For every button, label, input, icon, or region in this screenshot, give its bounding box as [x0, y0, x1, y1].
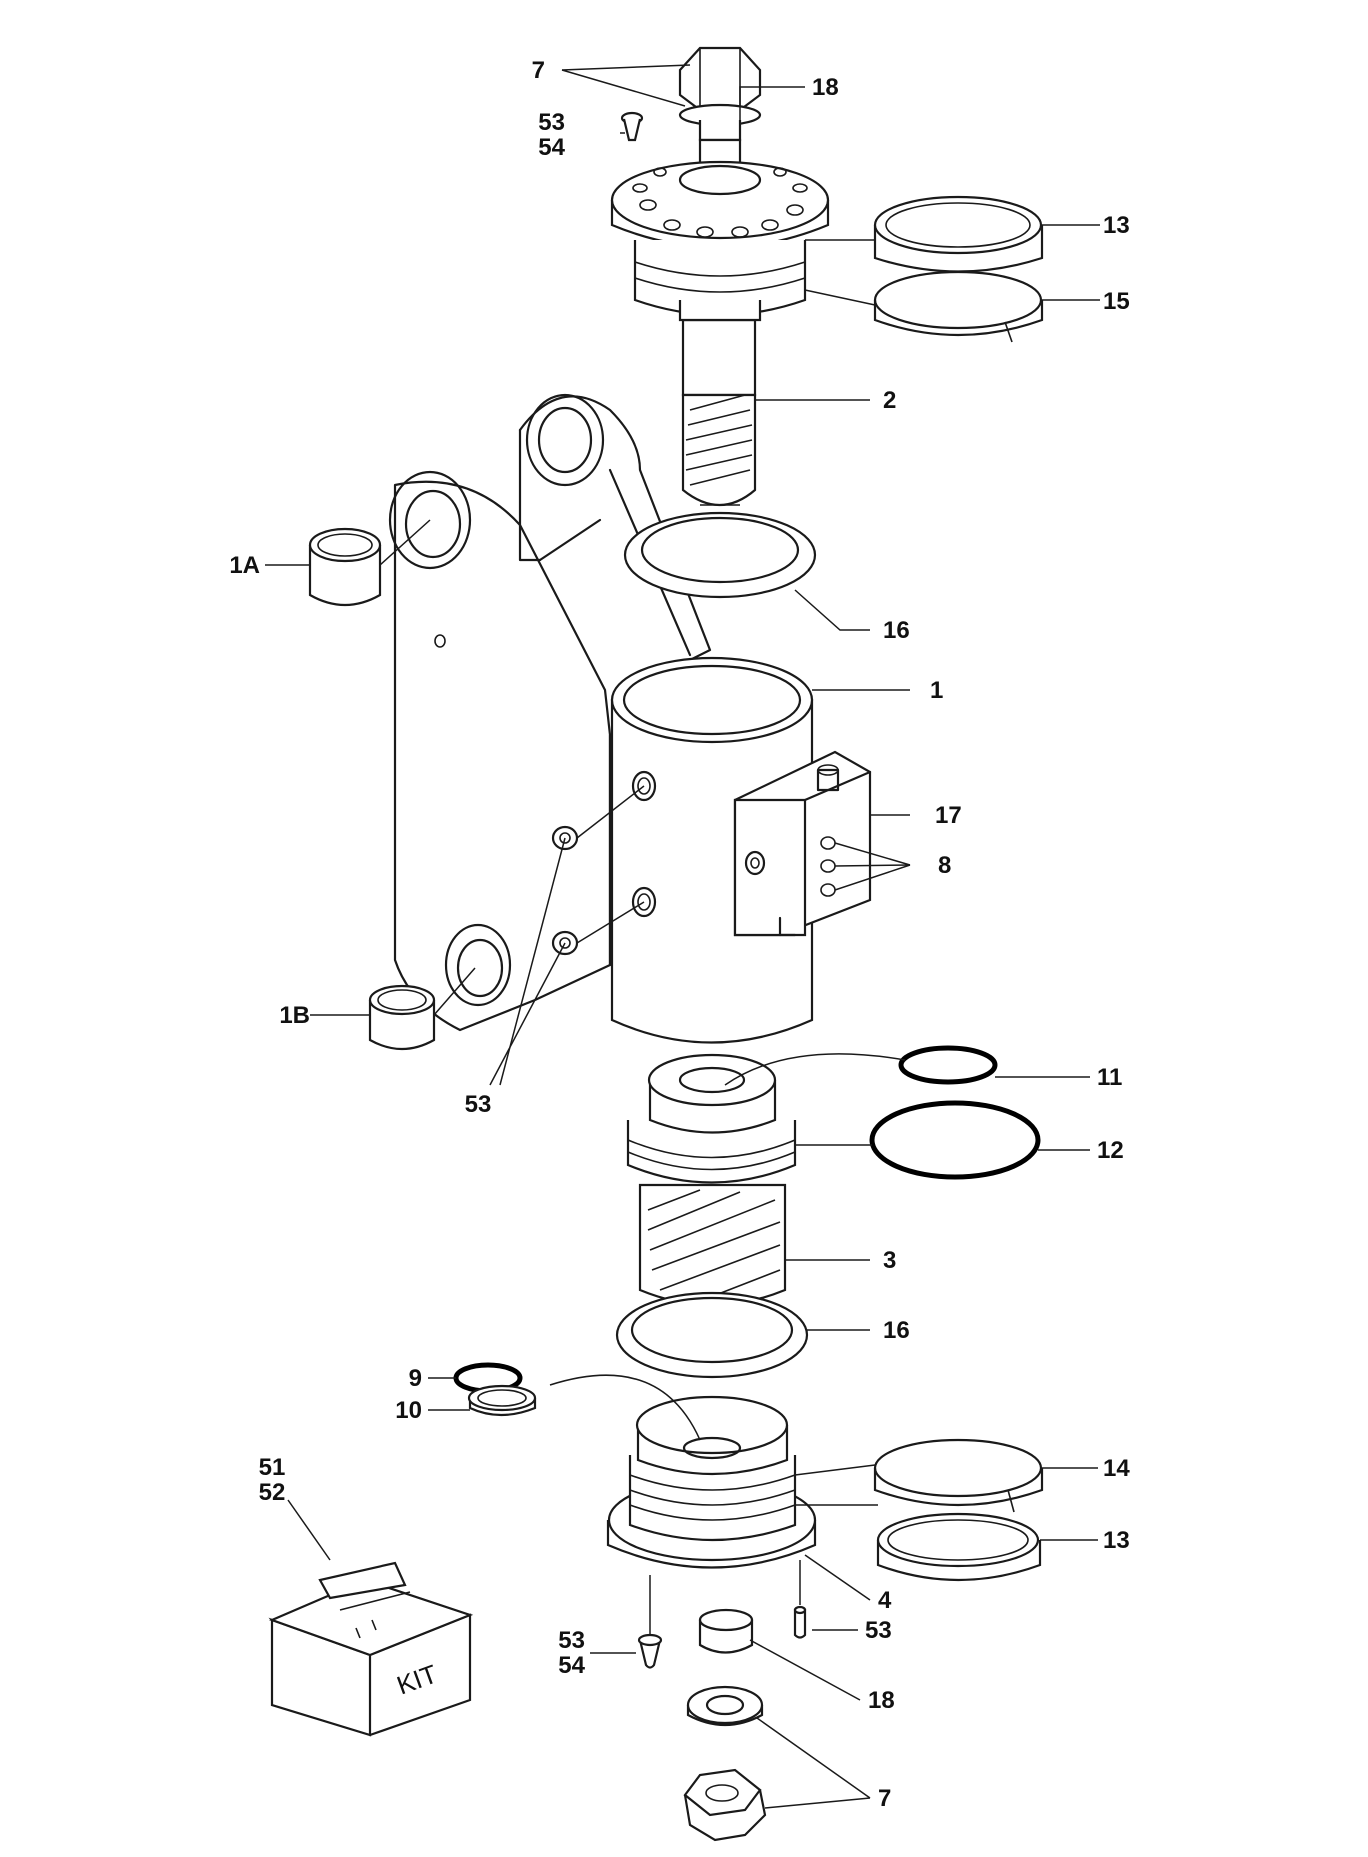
callout-13-bottom: 13	[1103, 1527, 1130, 1554]
washer-16-top	[623, 511, 817, 599]
washer-7-bottom	[686, 1685, 764, 1726]
callout-18-top: 18	[812, 74, 839, 101]
callout-53-bottom-right: 53	[865, 1617, 892, 1644]
callout-4: 4	[878, 1587, 892, 1614]
callout-3: 3	[883, 1247, 896, 1274]
callout-54-top: 54	[538, 134, 565, 161]
callout-13-top: 13	[1103, 212, 1130, 239]
callout-2: 2	[883, 387, 896, 414]
leader-lines	[265, 64, 1100, 1809]
ring-13-top	[873, 195, 1044, 273]
callout-15: 15	[1103, 288, 1130, 315]
top-cap-flange	[610, 160, 830, 249]
bushing-1a	[308, 527, 382, 606]
callout-17: 17	[935, 802, 962, 829]
callout-labels: 7 18 53 54 13 15 2 1A 16 1 17 8 1B 53 11…	[229, 57, 1130, 1812]
washer-16-bottom	[615, 1291, 809, 1379]
callout-11: 11	[1097, 1064, 1122, 1091]
callout-12: 12	[1097, 1137, 1124, 1164]
screw-top	[620, 111, 644, 142]
callout-14: 14	[1103, 1455, 1130, 1482]
top-piston-grooves	[633, 240, 807, 322]
callout-53-mid: 53	[465, 1091, 492, 1118]
bottom-cap	[606, 1395, 817, 1569]
ring-15	[873, 270, 1044, 343]
ring-14	[873, 1438, 1044, 1513]
kit-box: KIT	[268, 1561, 474, 1737]
hex-bolt-top	[678, 46, 762, 142]
bushing-18-bottom	[698, 1608, 754, 1654]
o-ring-12	[869, 1100, 1041, 1180]
callout-16-top: 16	[883, 617, 910, 644]
bushing-1b	[368, 984, 436, 1050]
callout-7-top: 7	[532, 57, 545, 84]
set-screws	[551, 825, 579, 956]
callout-10: 10	[395, 1397, 422, 1424]
backup-ring-10	[467, 1384, 537, 1417]
hex-nut-7-bottom	[683, 1768, 767, 1842]
callout-51: 51	[259, 1454, 286, 1481]
piston-gear	[626, 1053, 797, 1307]
callout-7-bottom: 7	[878, 1785, 891, 1812]
callout-1b: 1B	[279, 1002, 310, 1029]
ring-13-bottom	[876, 1512, 1042, 1582]
callout-53-bottom-left: 53	[558, 1627, 585, 1654]
callout-9: 9	[409, 1365, 422, 1392]
pin-bottom-right	[793, 1605, 807, 1639]
callout-53-top: 53	[538, 109, 565, 136]
callout-1: 1	[930, 677, 943, 704]
callout-1a: 1A	[229, 552, 260, 579]
o-ring-11	[898, 1045, 998, 1085]
callout-18-bottom: 18	[868, 1687, 895, 1714]
callout-52: 52	[259, 1479, 286, 1506]
callout-8: 8	[938, 852, 951, 879]
callout-16-bottom: 16	[883, 1317, 910, 1344]
screw-bottom-left	[637, 1633, 663, 1669]
housing-cylinder	[610, 656, 814, 1044]
callout-54-bottom: 54	[558, 1652, 585, 1679]
